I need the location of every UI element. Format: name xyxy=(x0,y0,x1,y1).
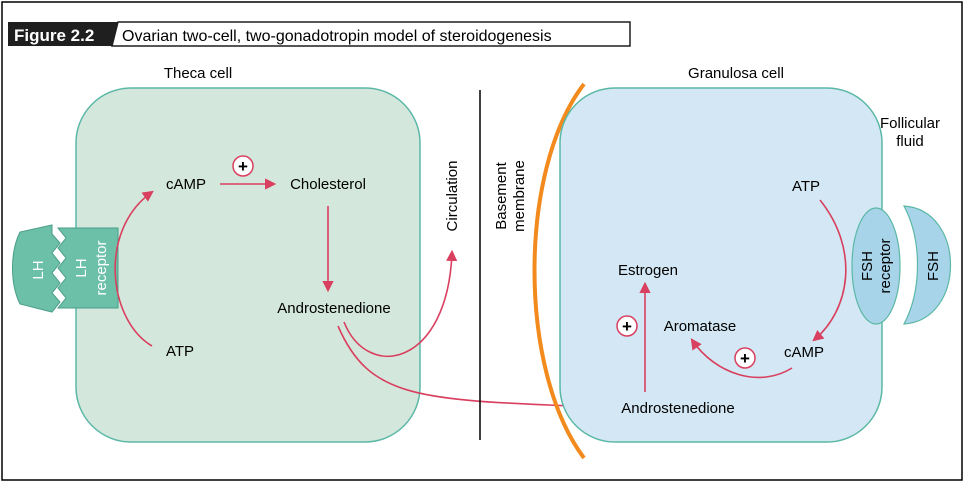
arrow-atp-to-camp xyxy=(114,190,154,347)
fsh-hormone xyxy=(902,205,952,325)
figure-label: Figure 2.2 xyxy=(14,26,94,45)
figure-label-box xyxy=(8,22,118,46)
circulation-label: Circulation xyxy=(444,161,461,232)
theca-atp-label: ATP xyxy=(166,343,194,360)
granulosa-atp-label: ATP xyxy=(792,178,820,195)
theca-cell xyxy=(75,87,421,443)
arrow-camp-to-aromatase xyxy=(690,338,793,379)
granulosa-camp-label: cAMP xyxy=(784,344,824,361)
arrow-atp-to-granulosa-camp xyxy=(812,199,847,342)
granulosa-aromatase-label: Aromatase xyxy=(664,318,737,335)
fsh-hormone-label: FSH xyxy=(925,251,942,281)
lh-receptor-label-line2: receptor xyxy=(93,240,110,295)
lh-receptor-label-line1: LH xyxy=(73,258,90,277)
arrow-to-granulosa-androstenedione xyxy=(337,325,601,413)
arrow-to-circulation xyxy=(343,249,458,357)
theca-cell-title: Theca cell xyxy=(164,65,232,82)
theca-plus-icon xyxy=(232,155,254,177)
fsh-receptor-label-line2: receptor xyxy=(877,238,894,293)
basement-membrane xyxy=(532,82,586,460)
camp-plus-label: + xyxy=(740,349,750,368)
fsh-receptor-label-line1: FSH xyxy=(859,251,876,281)
camp-plus-icon xyxy=(734,347,756,369)
theca-androstenedione-label: Androstenedione xyxy=(277,300,390,317)
granulosa-androstenedione-label: Androstenedione xyxy=(621,400,734,417)
lh-hormone-label: LH xyxy=(30,260,47,279)
granulosa-cell xyxy=(559,87,883,443)
granulosa-estrogen-label: Estrogen xyxy=(618,262,678,279)
figure-caption: Ovarian two-cell, two-gonadotropin model… xyxy=(122,28,552,45)
basement-label-line2: membrane xyxy=(511,160,528,232)
theca-cholesterol-label: Cholesterol xyxy=(290,176,366,193)
follicular-label-line1: Follicular xyxy=(880,115,940,132)
follicular-label-line2: fluid xyxy=(896,133,924,150)
theca-camp-label: cAMP xyxy=(166,176,206,193)
lh-receptor xyxy=(56,227,119,309)
granulosa-cell-title: Granulosa cell xyxy=(688,65,784,82)
lh-hormone xyxy=(12,224,61,313)
aromatase-plus-label: + xyxy=(622,317,632,336)
theca-plus-label: + xyxy=(238,157,248,176)
caption-box xyxy=(111,21,631,47)
basement-label-line1: Basement xyxy=(493,161,510,229)
aromatase-plus-icon xyxy=(616,315,638,337)
fsh-receptor xyxy=(851,207,901,325)
